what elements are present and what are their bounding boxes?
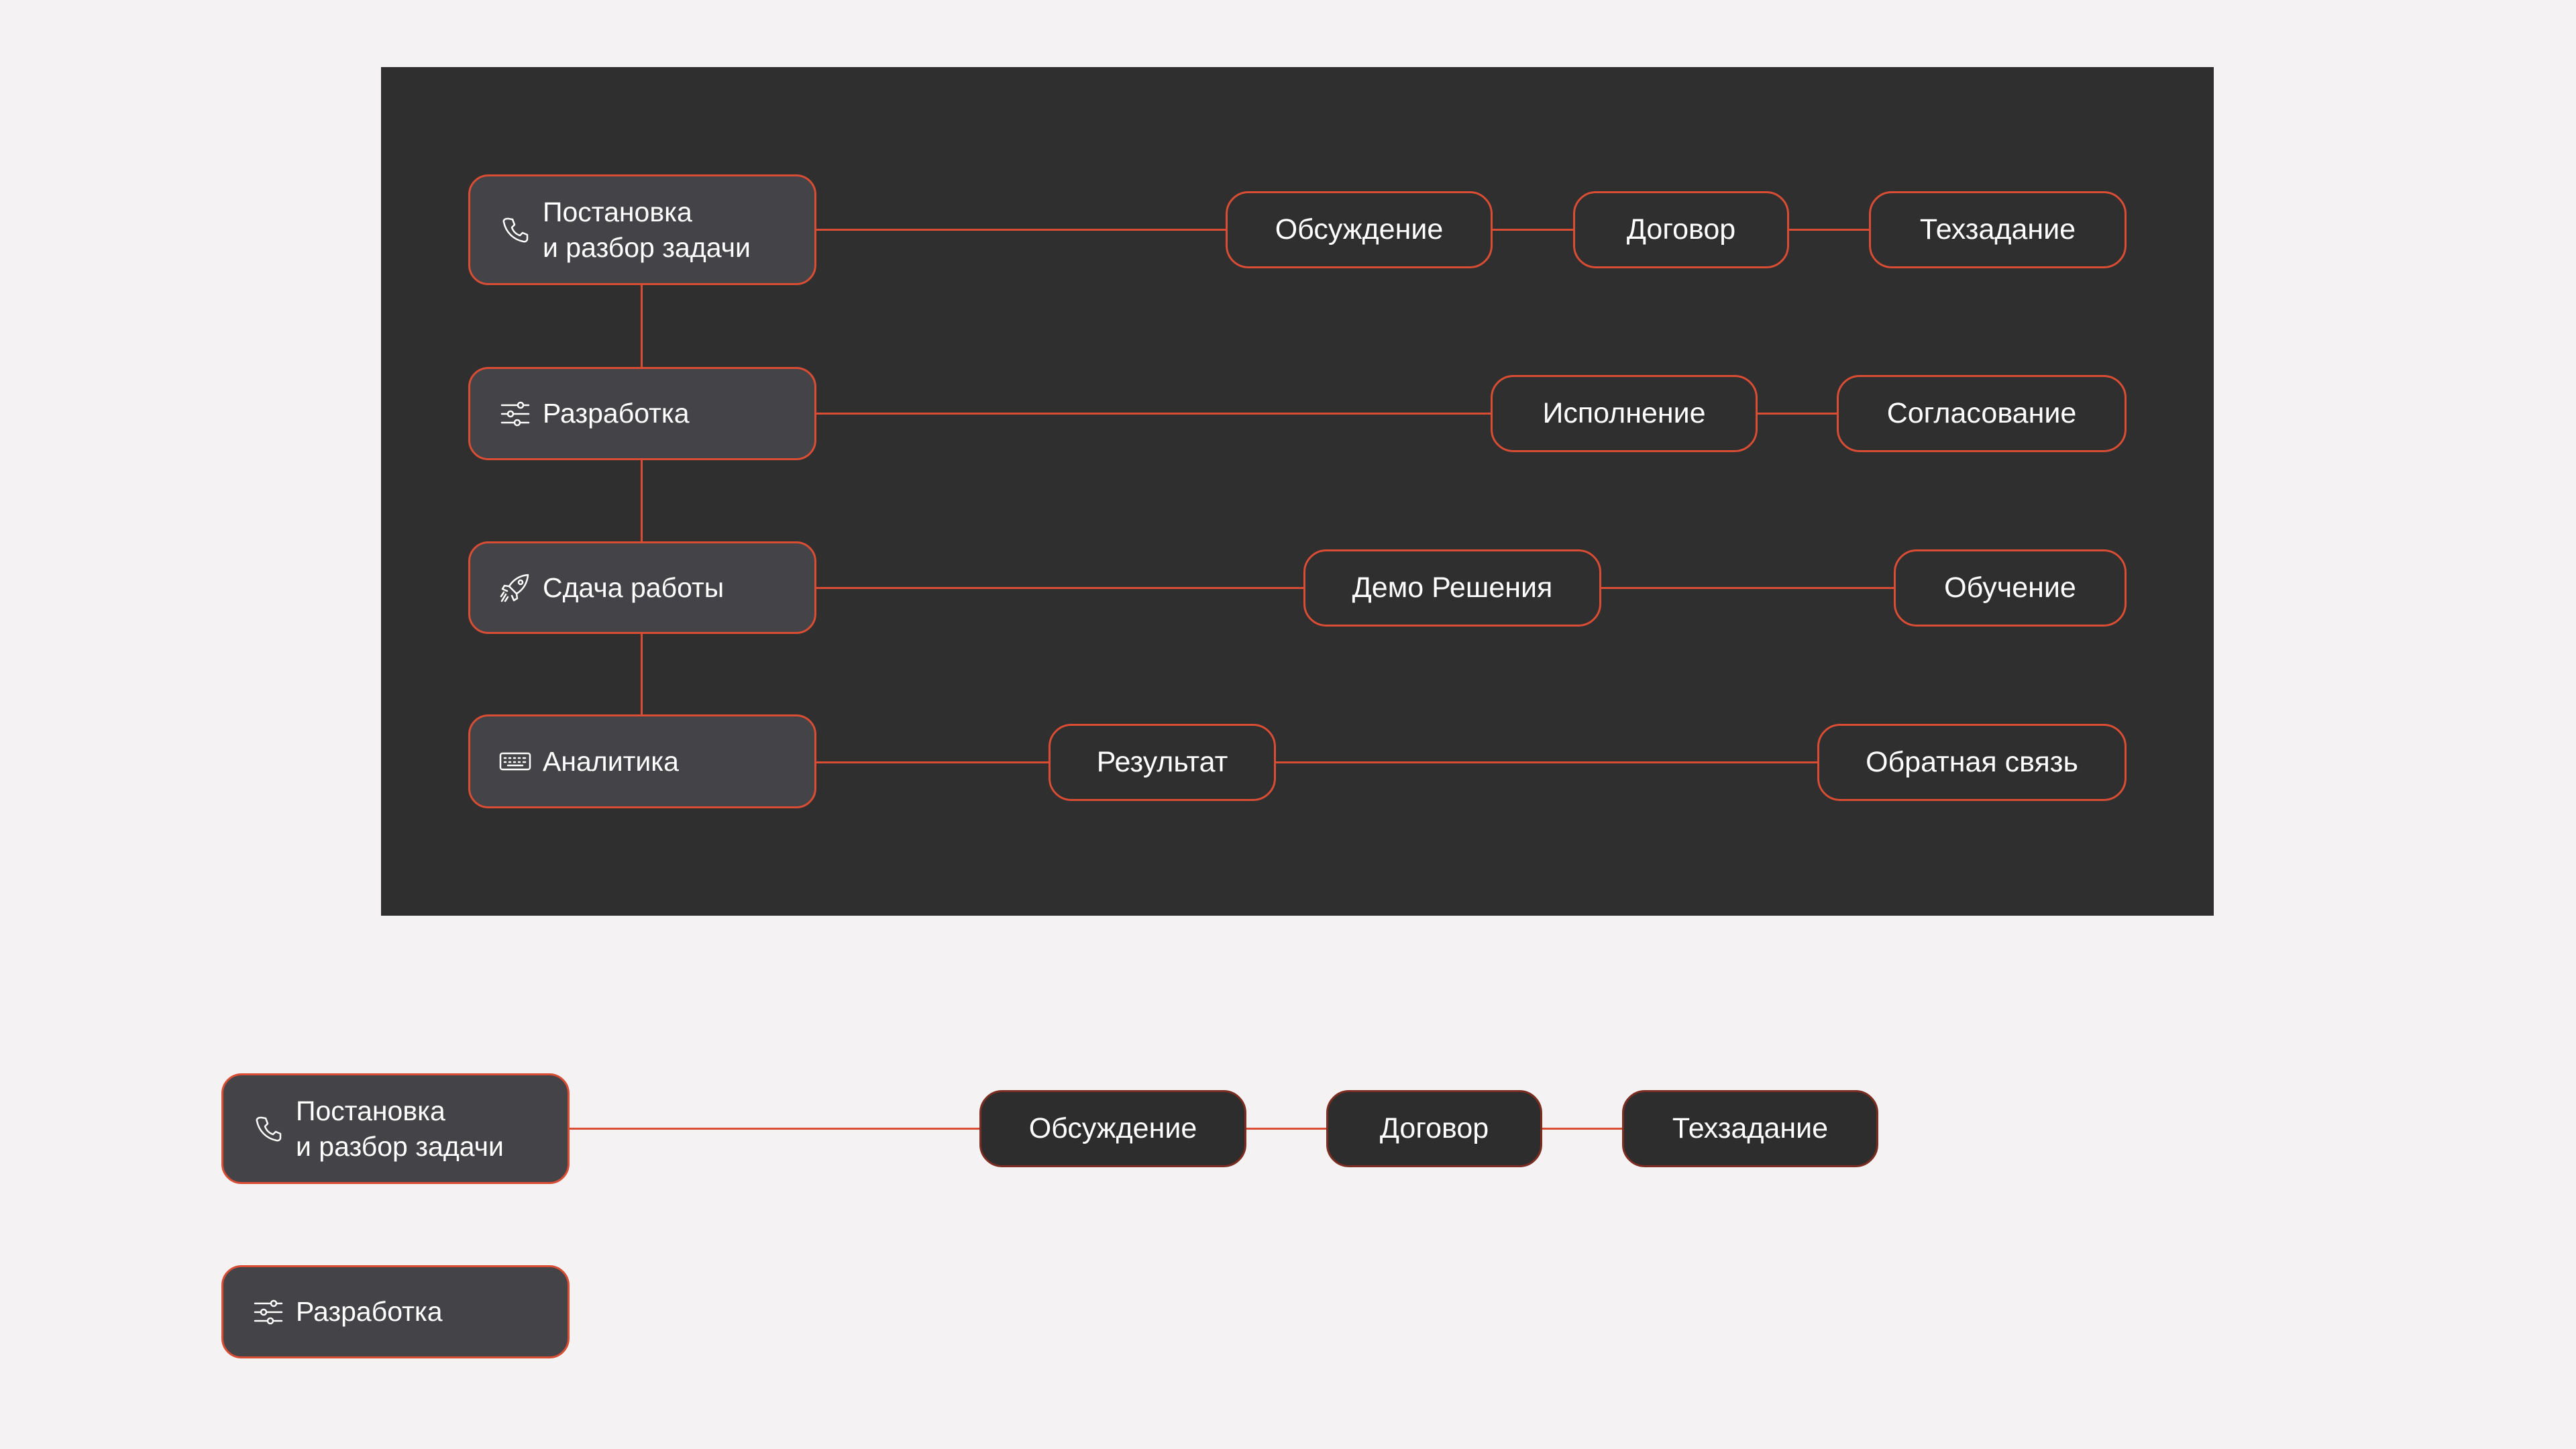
sliders-icon [498, 397, 532, 431]
step-label: Обсуждение [1028, 1112, 1197, 1144]
step-demo: Демо Решения [1303, 549, 1601, 627]
stage-title: Постановка [296, 1095, 445, 1126]
stage-title: Разработка [543, 398, 690, 429]
stage-subtitle: и разбор задачи [296, 1130, 504, 1162]
step-label: Демо Решения [1352, 572, 1553, 604]
step-feedback: Обратная связь [1817, 724, 2127, 801]
light-step-discussion: Обсуждение [979, 1090, 1246, 1167]
step-label: Договор [1626, 213, 1736, 246]
step-discussion: Обсуждение [1226, 191, 1493, 268]
stage-analytics: Аналитика [468, 714, 816, 808]
step-label: Техзадание [1919, 213, 2076, 246]
step-label: Результат [1096, 746, 1228, 778]
step-label: Согласование [1886, 397, 2077, 429]
step-label: Обсуждение [1275, 213, 1444, 246]
keyboard-icon [498, 745, 532, 778]
step-label: Техзадание [1672, 1112, 1829, 1144]
step-label: Обратная связь [1866, 746, 2078, 778]
light-step-tech-spec: Техзадание [1622, 1090, 1878, 1167]
stage-title: Аналитика [543, 745, 679, 777]
step-training: Обучение [1894, 549, 2127, 627]
stage-title: Разработка [296, 1296, 443, 1327]
phone-icon [498, 213, 532, 247]
step-label: Договор [1379, 1112, 1489, 1144]
sliders-icon [252, 1295, 285, 1329]
stage-title: Постановка [543, 196, 692, 227]
stage-task-setup: Постановка и разбор задачи [468, 174, 816, 285]
phone-icon [252, 1112, 285, 1146]
light-stage-development: Разработка [221, 1265, 570, 1358]
connector-stage-3-4 [641, 633, 643, 716]
stage-delivery: Сдача работы [468, 541, 816, 634]
stage-subtitle: и разбор задачи [543, 231, 751, 263]
connector-row-2 [815, 413, 2127, 415]
stage-development: Разработка [468, 367, 816, 460]
step-label: Исполнение [1542, 397, 1706, 429]
step-execution: Исполнение [1491, 375, 1758, 452]
step-contract: Договор [1573, 191, 1789, 268]
light-stage-task-setup: Постановка и разбор задачи [221, 1073, 570, 1184]
step-result: Результат [1049, 724, 1276, 801]
rocket-icon [498, 571, 532, 604]
step-label: Обучение [1944, 572, 2076, 604]
step-tech-spec: Техзадание [1869, 191, 2127, 268]
stage-title: Сдача работы [543, 572, 724, 603]
connector-stage-2-3 [641, 459, 643, 543]
connector-stage-1-2 [641, 284, 643, 368]
step-approval: Согласование [1837, 375, 2127, 452]
light-step-contract: Договор [1326, 1090, 1542, 1167]
connector-row-4 [815, 761, 2127, 763]
